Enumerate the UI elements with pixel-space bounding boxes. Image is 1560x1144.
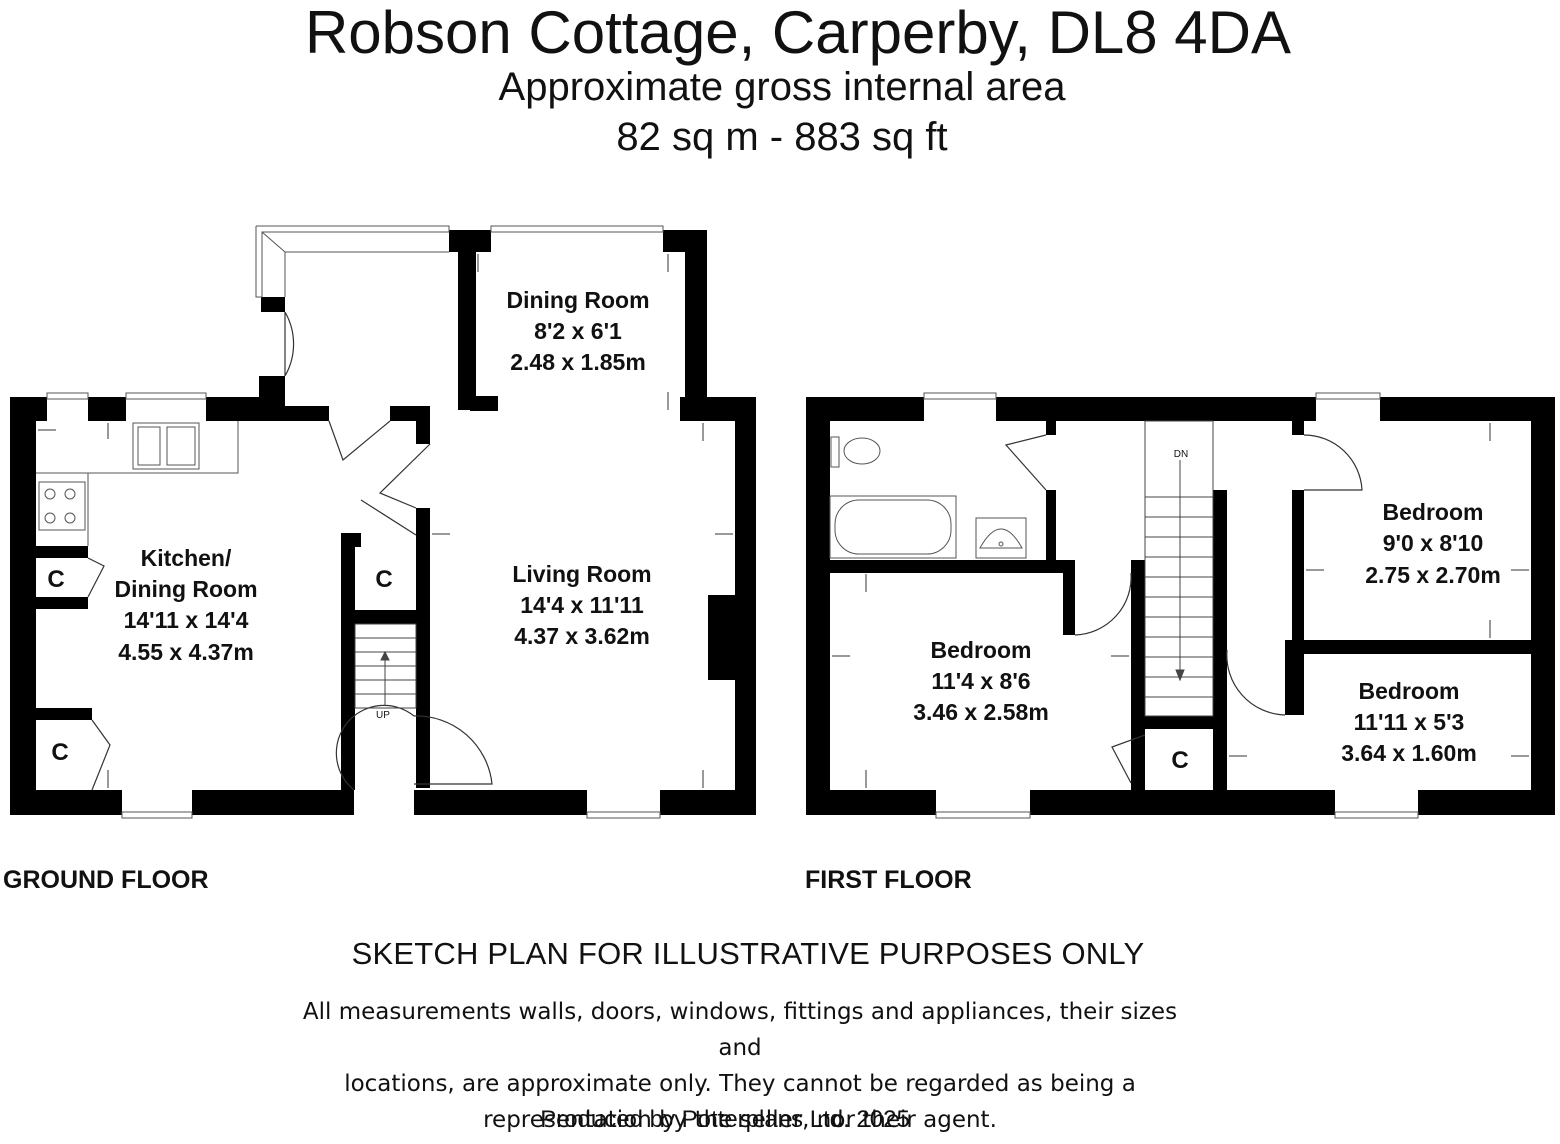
kitchen-name: Kitchen/ (141, 545, 232, 571)
stairs-down-label: DN (1174, 449, 1188, 460)
living-room-imperial: 14'4 x 11'11 (520, 592, 644, 618)
ground-floor-doors (87, 311, 493, 791)
kitchen-fittings (36, 421, 239, 546)
legal-line: All measurements walls, doors, windows, … (302, 999, 1178, 1061)
first-floor-plan (806, 397, 1555, 815)
stairs-up-label: UP (376, 710, 390, 721)
area-label: Approximate gross internal area (498, 65, 1066, 109)
legal-line: locations, are approximate only. They ca… (344, 1071, 1136, 1097)
dining-room-imperial: 8'2 x 6'1 (534, 318, 622, 344)
kitchen-metric: 4.55 x 4.37m (118, 639, 254, 665)
bedroom-1-name: Bedroom (1383, 499, 1484, 525)
living-room-name: Living Room (512, 561, 651, 587)
first-floor-windows (923, 392, 1419, 819)
cupboard-label: C (375, 566, 392, 593)
bedroom-2-metric: 3.46 x 2.58m (913, 699, 1049, 725)
bedroom-3-metric: 3.64 x 1.60m (1341, 740, 1477, 766)
dining-room-name: Dining Room (506, 287, 649, 313)
kitchen-name-2: Dining Room (114, 576, 257, 602)
dining-room-metric: 2.48 x 1.85m (510, 349, 646, 375)
cupboard-label: C (47, 566, 64, 593)
bedroom-2-name: Bedroom (931, 637, 1032, 663)
legal-notice: All measurements walls, doors, windows, … (280, 994, 1200, 1138)
cupboard-label: C (1171, 747, 1188, 774)
bedroom-1-imperial: 9'0 x 8'10 (1383, 530, 1483, 556)
first-floor-doors (1004, 434, 1363, 784)
dimension-arrows (38, 254, 1529, 788)
first-floor-label: FIRST FLOOR (805, 866, 972, 894)
ground-floor-windows (46, 225, 664, 819)
plan-title: Robson Cottage, Carperby, DL8 4DA (304, 0, 1292, 66)
bedroom-3-name: Bedroom (1359, 678, 1460, 704)
legal-line: representation by the seller, nor their … (483, 1107, 997, 1133)
producer-credit: Produced by Potterplans Ltd. 2025 (540, 1106, 910, 1133)
ground-floor-stairs (354, 623, 417, 709)
ground-floor-label: GROUND FLOOR (3, 866, 209, 894)
kitchen-imperial: 14'11 x 14'4 (124, 607, 249, 633)
bathroom-fittings (829, 436, 1027, 559)
bedroom-2-imperial: 11'4 x 8'6 (931, 668, 1030, 694)
cupboard-label: C (51, 739, 68, 766)
bedroom-3-imperial: 11'11 x 5'3 (1354, 709, 1465, 735)
first-floor-stairs (1144, 420, 1214, 717)
ground-floor-plan (10, 230, 756, 815)
bedroom-1-metric: 2.75 x 2.70m (1365, 562, 1501, 588)
living-room-metric: 4.37 x 3.62m (514, 623, 650, 649)
sketch-disclaimer: SKETCH PLAN FOR ILLUSTRATIVE PURPOSES ON… (351, 936, 1145, 971)
area-value: 82 sq m - 883 sq ft (616, 115, 948, 159)
